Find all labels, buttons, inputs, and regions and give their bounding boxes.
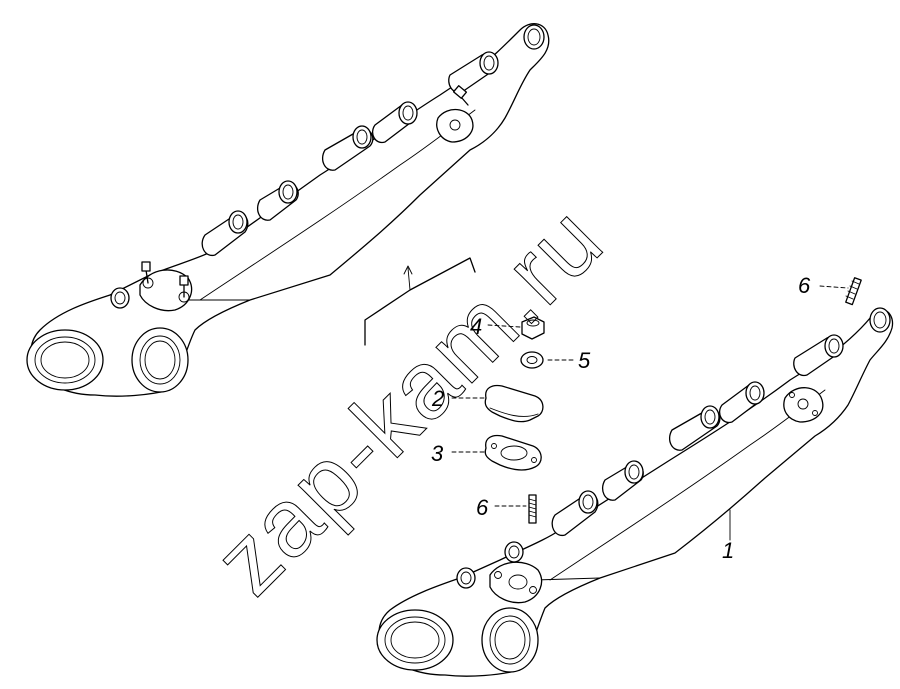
callout-2: 2	[431, 386, 444, 411]
part-2-cover-plate	[484, 384, 544, 423]
callout-3: 3	[431, 441, 444, 466]
part-3-gasket	[484, 434, 542, 471]
part-6-stud-center	[528, 494, 537, 524]
lower-exhaust-manifold	[376, 307, 894, 677]
part-4-nut	[521, 316, 545, 340]
callout-6-right: 6	[798, 273, 811, 298]
bracket-pointer	[407, 267, 411, 291]
callout-4: 4	[470, 314, 482, 339]
callout-5: 5	[578, 348, 591, 373]
leader-lines	[451, 285, 849, 541]
upper-exhaust-manifold	[26, 23, 550, 397]
part-6-stud-right	[845, 277, 862, 306]
callout-labels: 1 2 3 4 5 6 6	[431, 273, 811, 563]
callout-1: 1	[722, 538, 734, 563]
part-5-washer	[520, 351, 544, 369]
bracket-arrowhead	[403, 265, 413, 275]
callout-6-center: 6	[476, 495, 489, 520]
